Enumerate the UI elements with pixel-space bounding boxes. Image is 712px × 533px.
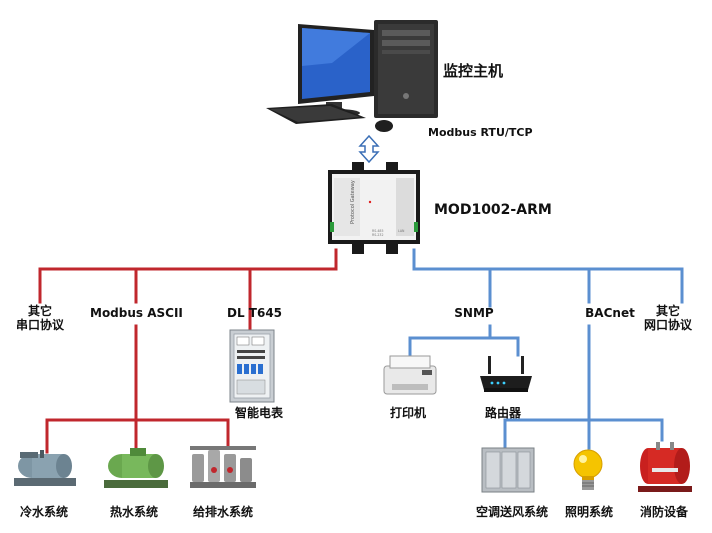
gateway-model-label: MOD1002-ARM [434, 202, 552, 218]
other-network-line1: 其它 [655, 304, 681, 318]
other-network-line2: 网口协议 [643, 318, 693, 332]
host-label: 监控主机 [443, 62, 504, 80]
serial-bus [38, 248, 338, 454]
smart-meter-cabinet-icon [229, 329, 275, 403]
printer-icon [383, 355, 437, 395]
svg-text:RS-232: RS-232 [372, 233, 383, 237]
dl-t645-label: DL T645 [227, 306, 283, 320]
lighting-bulb-icon [573, 449, 603, 490]
hvac-label: 空调送风系统 [475, 505, 549, 519]
router-icon [480, 356, 532, 392]
printer-label: 打印机 [389, 406, 427, 420]
network-bus [408, 248, 684, 450]
fire-label: 消防设备 [639, 505, 689, 519]
modbus-ascii-label: Modbus ASCII [90, 306, 183, 320]
chilled-water-unit-icon [14, 450, 76, 486]
chilled-water-label: 冷水系统 [19, 505, 69, 519]
host-protocol-label: Modbus RTU/TCP [428, 126, 533, 139]
svg-text:Protocol Gateway: Protocol Gateway [350, 180, 356, 224]
hot-water-label: 热水系统 [109, 505, 159, 519]
bacnet-label: BACnet [585, 306, 635, 320]
hot-water-unit-icon [104, 448, 168, 488]
host-gateway-arrow [358, 134, 380, 164]
gateway-device-icon: Protocol Gateway RS-485 RS-232 LAN [328, 162, 420, 254]
other-serial-protocol-label: 其它 串口协议 [16, 304, 64, 332]
other-network-protocol-label: 其它 网口协议 [644, 304, 692, 332]
smart-meter-label: 智能电表 [234, 406, 284, 420]
fire-equipment-icon [638, 442, 692, 492]
other-serial-line1: 其它 [27, 304, 53, 318]
water-supply-pump-icon [190, 446, 256, 488]
snmp-label: SNMP [454, 306, 494, 320]
other-serial-line2: 串口协议 [15, 318, 65, 332]
svg-text:LAN: LAN [398, 229, 405, 233]
lighting-label: 照明系统 [564, 505, 614, 519]
hvac-cabinet-icon [481, 447, 535, 493]
svg-text:RS-485: RS-485 [372, 229, 383, 233]
monitoring-host-computer-icon [266, 20, 438, 132]
router-label: 路由器 [484, 406, 522, 420]
water-supply-label: 给排水系统 [192, 505, 254, 519]
